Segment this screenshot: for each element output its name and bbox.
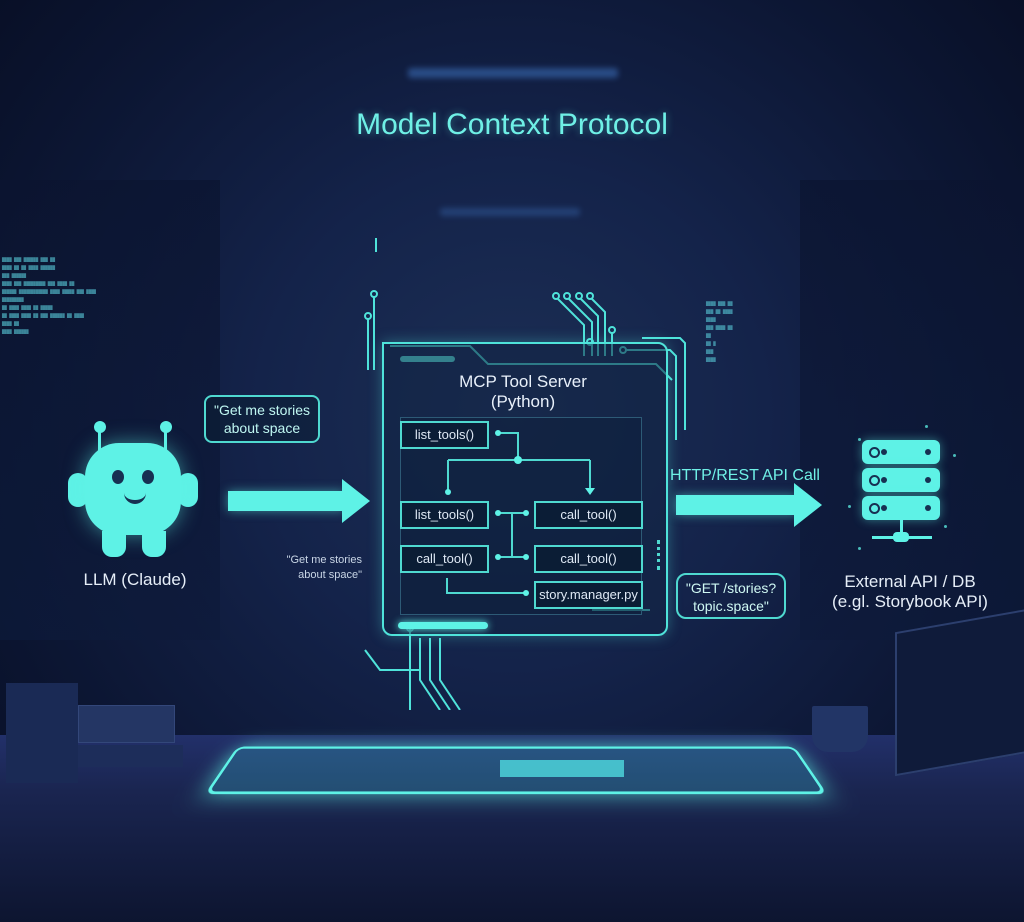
llm-label: LLM (Claude) xyxy=(83,570,187,589)
arrow-llm-to-server xyxy=(228,491,344,511)
function-list-tools-2[interactable]: list_tools() xyxy=(400,501,489,529)
request-quote: "Get me stories about space" xyxy=(286,554,362,581)
arrow-server-to-api xyxy=(676,495,796,515)
function-call-tool[interactable]: call_tool() xyxy=(534,501,643,529)
background-shelf-right xyxy=(800,180,1024,640)
database-server-icon xyxy=(862,440,942,550)
background-code-right: ████ ███ ██ ███ ██ ████ ████ ███ ████ ██… xyxy=(706,301,733,362)
external-api-label: External API / DB (e.gl. Storybook API) xyxy=(832,572,988,611)
function-call-tool-2[interactable]: call_tool() xyxy=(400,545,489,573)
http-api-call-label: HTTP/REST API Call xyxy=(670,467,820,484)
laptop xyxy=(895,607,1024,777)
server-highlight-bar xyxy=(398,622,488,629)
background-shelf-left xyxy=(0,180,220,640)
ceiling-light xyxy=(408,68,618,78)
robot-icon xyxy=(68,421,198,560)
coffee-cup xyxy=(812,706,868,752)
file-story-manager[interactable]: story.manager.py xyxy=(534,581,643,609)
book xyxy=(78,705,175,743)
pencil-cup xyxy=(6,683,78,783)
page-title: Model Context Protocol xyxy=(356,108,668,141)
background-code-left: ████ ███ ██████ ███ ██ ████ ██ ██ ████ █… xyxy=(2,257,96,334)
server-side-indicators xyxy=(657,540,664,570)
ceiling-light-far xyxy=(440,208,580,216)
server-title: MCP Tool Server (Python) xyxy=(459,372,587,411)
function-connectors xyxy=(445,430,595,596)
book xyxy=(78,745,183,767)
arrow-head-icon xyxy=(342,479,370,523)
function-call-tool-3[interactable]: call_tool() xyxy=(534,545,643,573)
function-list-tools[interactable]: list_tools() xyxy=(400,421,489,449)
llm-speech-bubble: "Get me stories about space xyxy=(204,395,320,443)
api-request-bubble: "GET /stories? topic.space" xyxy=(676,573,786,619)
arrow-head-icon xyxy=(794,483,822,527)
holographic-chip xyxy=(500,760,624,777)
